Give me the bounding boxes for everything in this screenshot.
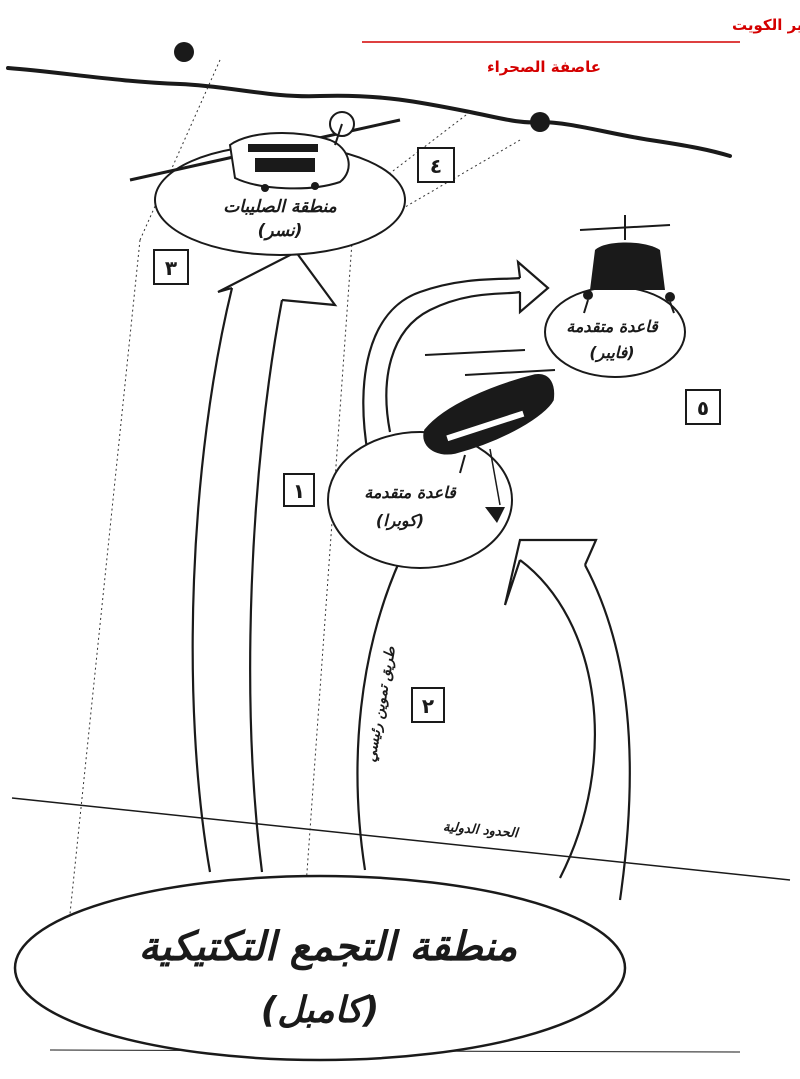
city-marker-icon [530,112,550,132]
loop-arrow-to-viper [362,259,550,456]
river-line [6,66,732,158]
phase-number-5: ٥ [697,396,709,420]
phase-number-2: ٢ [422,694,434,718]
crosses-zone-title: منطقة الصليبات [223,197,337,217]
phase-box-1: ١ [283,473,315,507]
assembly-area-subtitle: (كامبل) [261,990,379,1031]
cobra-base-title: قاعدة متقدمة [364,483,457,502]
diagram-title: خطة الاقتحام الجوي للفرقة (١٠١) في حرب ت… [732,16,800,35]
international-border-label: الحدود الدولية [442,820,520,842]
chinook-helicopter-icon [423,349,556,523]
cobra-base-subtitle: (كوبرا) [376,511,424,531]
diagram-subtitle: عاصفة الصحراء [487,58,601,76]
cobra-base-ellipse [327,431,513,569]
crosses-zone-subtitle: (نسر) [258,221,303,241]
phase-box-3: ٣ [153,249,189,285]
viper-base-title: قاعدة متقدمة [566,317,659,336]
viper-base-subtitle: (فايبر) [589,343,634,363]
phase-number-4: ٤ [430,154,442,178]
border-line [11,797,791,881]
phase-number-1: ١ [293,479,305,503]
phase-box-2: ٢ [411,687,445,723]
helicopter-icon [129,111,401,192]
supply-route-arrow [356,538,631,901]
phase-box-5: ٥ [685,389,721,425]
helicopter-icon [579,215,675,314]
phase-box-4: ٤ [417,147,455,183]
phase-number-3: ٣ [165,256,177,280]
city-marker-icon [174,42,194,62]
assembly-area-title: منطقة التجمع التكتيكية [139,924,518,971]
assembly-area-ellipse [13,874,627,1062]
